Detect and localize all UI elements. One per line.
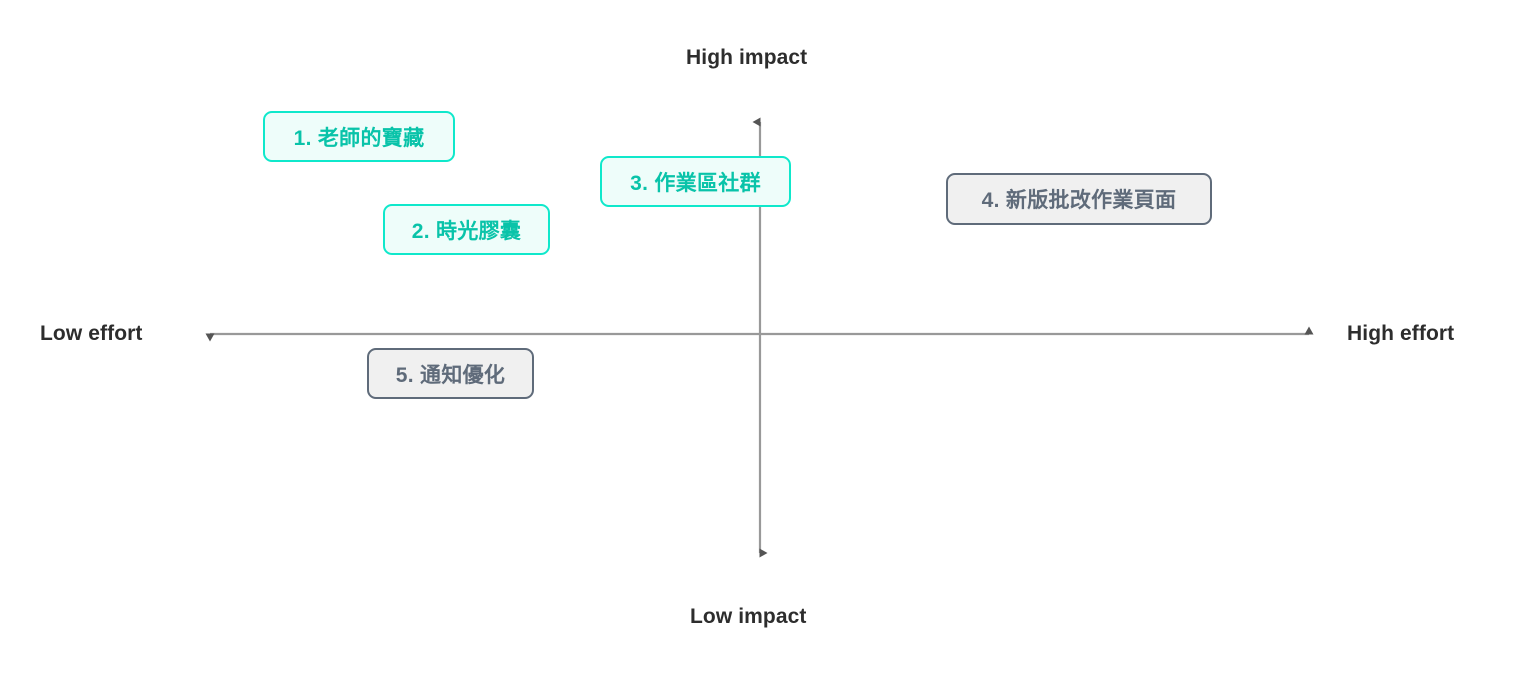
matrix-item-3[interactable]: 3. 作業區社群 (600, 156, 791, 207)
matrix-item-4[interactable]: 4. 新版批改作業頁面 (946, 173, 1212, 225)
axis-label-low-impact: Low impact (690, 605, 807, 628)
axis-label-low-effort: Low effort (40, 322, 143, 345)
axis-label-high-effort: High effort (1347, 322, 1455, 345)
matrix-item-2[interactable]: 2. 時光膠囊 (383, 204, 550, 255)
matrix-item-5[interactable]: 5. 通知優化 (367, 348, 534, 399)
matrix-item-1[interactable]: 1. 老師的寶藏 (263, 111, 455, 162)
axis-label-high-impact: High impact (686, 46, 808, 69)
